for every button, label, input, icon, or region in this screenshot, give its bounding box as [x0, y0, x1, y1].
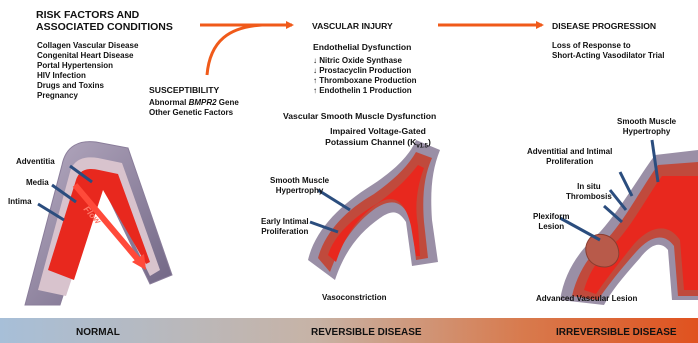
- endothelial-item: ↓ Prostacyclin Production: [313, 66, 417, 76]
- condition-item: HIV Infection: [37, 71, 138, 81]
- endothelial-items: ↓ Nitric Oxide Synthase ↓ Prostacyclin P…: [313, 56, 417, 96]
- vessel-reversible-illustration: [308, 140, 440, 280]
- label-line: Lesion: [533, 222, 569, 232]
- endothelial-item: ↓ Nitric Oxide Synthase: [313, 56, 417, 66]
- label-intima: Intima: [8, 197, 32, 207]
- risk-factors-list: Collagen Vascular Disease Congenital Hea…: [37, 41, 138, 101]
- label-line: Hypertrophy: [270, 186, 329, 196]
- channel-subscript: v1.5: [416, 144, 428, 150]
- susceptibility-gene-line: Abnormal BMPR2 Gene: [149, 98, 239, 108]
- endothelial-dysfunction-title: Endothelial Dysfunction: [313, 42, 411, 53]
- label-line: Proliferation: [261, 227, 309, 237]
- condition-item: Collagen Vascular Disease: [37, 41, 138, 51]
- vessel-irreversible-illustration: [560, 150, 698, 305]
- channel-line2: Potassium Channel (Kv1.5): [308, 137, 448, 152]
- label-line: Thrombosis: [566, 192, 612, 202]
- channel-prefix: Potassium Channel (K: [325, 137, 416, 147]
- label-line: Plexiform: [533, 212, 569, 222]
- label-line: Adventitial and Intimal: [527, 147, 612, 157]
- risk-factors-header-line1: RISK FACTORS AND: [36, 9, 139, 21]
- label-line: In situ: [566, 182, 612, 192]
- loss-response-line2: Short-Acting Vasodilator Trial: [552, 51, 664, 61]
- label-media: Media: [26, 178, 49, 188]
- label-line: Smooth Muscle: [617, 117, 676, 127]
- condition-item: Drugs and Toxins: [37, 81, 138, 91]
- risk-factors-header-line2: ASSOCIATED CONDITIONS: [36, 21, 173, 33]
- label-line: Early Intimal: [261, 217, 309, 227]
- condition-item: Pregnancy: [37, 91, 138, 101]
- label-line: Proliferation: [527, 157, 612, 167]
- susceptibility-abnormal-text: Abnormal: [149, 98, 189, 107]
- endothelial-item: ↑ Thromboxane Production: [313, 76, 417, 86]
- channel-suffix: ): [428, 137, 431, 147]
- label-adventitia: Adventitia: [16, 157, 55, 167]
- caption-vasoconstriction: Vasoconstriction: [322, 293, 386, 303]
- vascular-injury-header: VASCULAR INJURY: [312, 21, 393, 32]
- susceptibility-other-line: Other Genetic Factors: [149, 108, 233, 118]
- susceptibility-title: SUSCEPTIBILITY: [149, 85, 219, 96]
- endothelial-item: ↑ Endothelin 1 Production: [313, 86, 417, 96]
- smooth-muscle-dysfunction-title: Vascular Smooth Muscle Dysfunction: [283, 111, 436, 122]
- label-line: Hypertrophy: [617, 127, 676, 137]
- condition-item: Congenital Heart Disease: [37, 51, 138, 61]
- arrow-susceptibility-curve: [207, 25, 262, 75]
- disease-progression-header: DISEASE PROGRESSION: [552, 21, 656, 32]
- bmpr2-gene-name: BMPR2: [189, 98, 217, 107]
- caption-advanced-vascular-lesion: Advanced Vascular Lesion: [536, 294, 637, 304]
- loss-response-line1: Loss of Response to: [552, 41, 631, 51]
- condition-item: Portal Hypertension: [37, 61, 138, 71]
- label-line: Smooth Muscle: [270, 176, 329, 186]
- channel-line1: Impaired Voltage-Gated: [308, 126, 448, 137]
- gene-suffix: Gene: [217, 98, 239, 107]
